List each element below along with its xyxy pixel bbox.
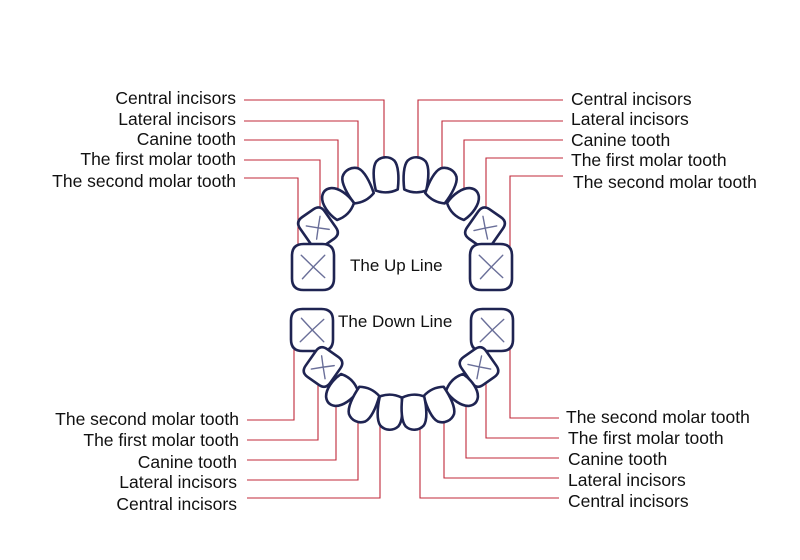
lower-jaw-label: The Down Line (338, 312, 452, 331)
tooth-upper-second-molar-right (468, 242, 514, 292)
leader-line-upper-left-second-molar (244, 177, 299, 262)
label-upper-left-first-molar: The first molar tooth (80, 149, 236, 169)
tooth-upper-canine-left (320, 186, 356, 222)
tooth-lower-lateral-incisor-right (422, 385, 456, 424)
leader-line-upper-right-lateral-incisors (441, 120, 563, 171)
leader-line-upper-right-canine-tooth (463, 139, 563, 188)
label-upper-right-first-molar: The first molar tooth (571, 150, 727, 170)
label-lower-right-lateral-incisors: Lateral incisors (568, 470, 686, 490)
leader-line-lower-left-canine-tooth (247, 392, 337, 461)
label-upper-left-lateral-incisors: Lateral incisors (118, 109, 236, 129)
label-lower-left-second-molar: The second molar tooth (55, 409, 239, 429)
leader-lines (244, 99, 563, 499)
tooth-lower-canine-right (444, 372, 480, 408)
label-lower-left-central-incisors: Central incisors (116, 494, 237, 514)
leader-line-lower-right-first-molar (485, 360, 559, 439)
label-upper-right-central-incisors: Central incisors (571, 89, 692, 109)
leader-line-lower-left-first-molar (247, 360, 319, 441)
tooth-lower-lateral-incisor-left (347, 385, 381, 424)
leader-line-lower-right-central-incisors (419, 418, 559, 499)
label-lower-left-first-molar: The first molar tooth (83, 430, 239, 450)
teeth (289, 155, 515, 432)
leader-line-upper-left-first-molar (244, 159, 321, 212)
label-lower-right-central-incisors: Central incisors (568, 491, 689, 511)
label-lower-left-canine-tooth: Canine tooth (138, 452, 237, 472)
label-lower-right-canine-tooth: Canine tooth (568, 449, 667, 469)
tooth-lower-central-incisor-left (376, 393, 404, 432)
tooth-upper-second-molar-left (290, 242, 336, 292)
label-upper-right-second-molar: The second molar tooth (573, 172, 757, 192)
leader-line-upper-right-first-molar (485, 157, 563, 212)
leader-line-upper-right-central-incisors (417, 99, 563, 158)
tooth-lower-second-molar-right (469, 307, 515, 353)
tooth-lower-first-molar-left (302, 345, 344, 389)
label-upper-right-canine-tooth: Canine tooth (571, 130, 670, 150)
leader-line-upper-left-central-incisors (244, 99, 385, 158)
tooth-upper-first-molar-left (296, 206, 340, 250)
tooth-upper-lateral-incisor-right (423, 166, 458, 205)
tooth-lower-second-molar-left (289, 307, 335, 353)
tooth-upper-lateral-incisor-left (341, 166, 376, 205)
tooth-upper-central-incisor-right (402, 155, 430, 194)
label-upper-left-second-molar: The second molar tooth (52, 171, 236, 191)
label-upper-left-canine-tooth: Canine tooth (137, 129, 236, 149)
tooth-lower-canine-left (324, 372, 360, 408)
tooth-lower-central-incisor-right (400, 393, 428, 432)
leader-line-lower-right-lateral-incisors (443, 404, 559, 479)
label-lower-left-lateral-incisors: Lateral incisors (119, 472, 237, 492)
upper-jaw-label: The Up Line (350, 256, 443, 275)
leader-line-lower-left-second-molar (247, 328, 295, 421)
leader-line-lower-right-canine-tooth (465, 392, 559, 459)
leader-line-lower-left-lateral-incisors (247, 404, 359, 481)
label-lower-right-first-molar: The first molar tooth (568, 428, 724, 448)
label-lower-right-second-molar: The second molar tooth (566, 407, 750, 427)
leader-line-upper-left-canine-tooth (244, 139, 339, 188)
tooth-upper-canine-right (445, 186, 481, 222)
tooth-upper-central-incisor-left (372, 155, 400, 194)
label-upper-right-lateral-incisors: Lateral incisors (571, 109, 689, 129)
leader-line-lower-left-central-incisors (247, 418, 381, 499)
leader-line-lower-right-second-molar (509, 328, 559, 419)
leader-line-upper-right-second-molar (509, 175, 563, 262)
leader-line-upper-left-lateral-incisors (244, 120, 359, 171)
label-upper-left-central-incisors: Central incisors (115, 88, 236, 108)
